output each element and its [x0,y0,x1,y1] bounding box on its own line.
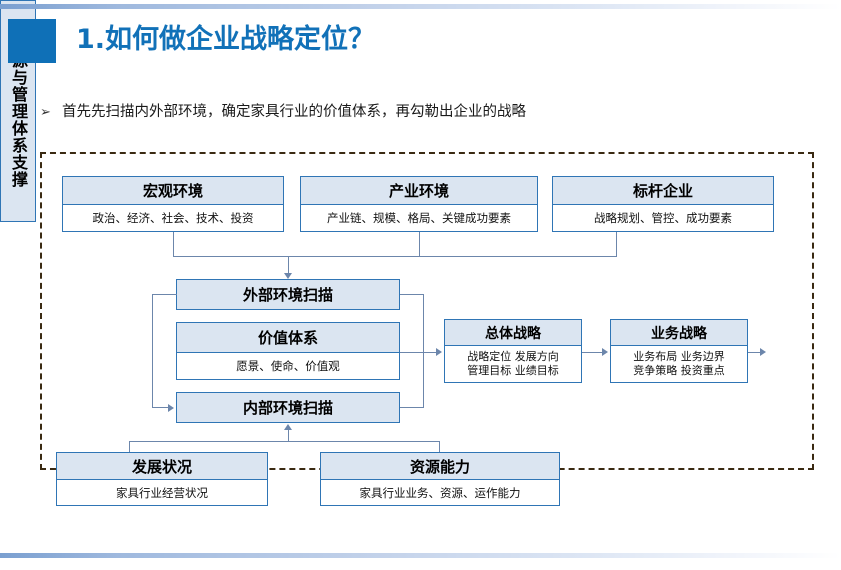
box-business-strategy-line2: 竞争策略 投资重点 [633,364,725,377]
box-resource-capability-title: 资源能力 [321,453,559,480]
connector-int-right-out [400,407,424,409]
box-overall-strategy-line2: 管理目标 业绩目标 [467,364,559,377]
box-business-strategy-detail: 业务布局 业务边界 竞争策略 投资重点 [611,346,747,382]
bottom-decorative-bar [0,553,841,558]
box-development-status-detail: 家具行业经营状况 [57,480,267,505]
box-overall-strategy-detail: 战略定位 发展方向 管理目标 业绩目标 [445,346,581,382]
box-business-strategy[interactable]: 业务战略 业务布局 业务边界 竞争策略 投资重点 [610,319,748,383]
connector-benchmark-down [616,232,618,257]
bullet-arrow-icon: ➢ [40,105,51,120]
connector-right-bus-to-overall [423,352,436,354]
box-development-status-title: 发展状况 [57,453,267,480]
box-macro-detail: 政治、经济、社会、技术、投资 [63,205,283,231]
subtitle-text: 首先先扫描内外部环境，确定家具行业的价值体系，再勾勒出企业的战略 [62,104,526,120]
connector-right-bus [423,294,425,408]
page-title: 1.如何做企业战略定位？ [76,24,376,55]
box-industry-environment[interactable]: 产业环境 产业链、规模、格局、关键成功要素 [300,176,538,232]
box-external-scan-title: 外部环境扫描 [177,280,399,309]
box-overall-strategy-title: 总体战略 [445,320,581,346]
box-business-strategy-title: 业务战略 [611,320,747,346]
box-resource-capability-detail: 家具行业业务、资源、运作能力 [321,480,559,505]
box-industry-detail: 产业链、规模、格局、关键成功要素 [301,205,537,231]
box-overall-strategy[interactable]: 总体战略 战略定位 发展方向 管理目标 业绩目标 [444,319,582,383]
box-value-system[interactable]: 价值体系 愿景、使命、价值观 [176,322,400,380]
connector-res-up [439,441,441,452]
connector-value-right-out [400,352,424,354]
box-macro-environment[interactable]: 宏观环境 政治、经济、社会、技术、投资 [62,176,284,232]
box-support-title: 资源与管理体系支撑 [9,34,28,188]
arrow-to-business-strategy [602,348,608,356]
box-resource-capability[interactable]: 资源能力 家具行业业务、资源、运作能力 [320,452,560,506]
arrow-to-internal-scan [168,404,174,412]
box-benchmark-title: 标杆企业 [553,177,773,205]
connector-dev-up [129,441,131,452]
connector-bottom-to-internal [288,429,290,442]
connector-left-bus-to-internal [152,407,168,409]
connector-ext-right-out [400,294,424,296]
box-internal-scan-title: 内部环境扫描 [177,393,399,422]
connector-left-bus [152,294,154,408]
slide-title-row: 1.如何做企业战略定位？ [0,19,841,63]
top-decorative-bar [0,4,841,9]
subtitle-line: ➢ 首先先扫描内外部环境，确定家具行业的价值体系，再勾勒出企业的战略 [40,100,526,121]
box-development-status[interactable]: 发展状况 家具行业经营状况 [56,452,268,506]
box-industry-title: 产业环境 [301,177,537,205]
connector-ext-left-out [152,294,177,296]
connector-merge-horizontal [173,256,617,258]
arrow-to-overall-strategy [436,348,442,356]
title-accent-square [8,19,56,63]
arrow-to-internal-scan-bottom [284,424,292,430]
box-value-system-title: 价值体系 [177,323,399,353]
box-benchmark-enterprise[interactable]: 标杆企业 战略规划、管控、成功要素 [552,176,774,232]
arrow-to-external-scan [284,273,292,279]
box-internal-scan[interactable]: 内部环境扫描 [176,392,400,423]
connector-overall-to-business [582,352,604,354]
connector-industry-down [419,232,421,257]
connector-to-external-scan [288,256,290,274]
box-value-system-detail: 愿景、使命、价值观 [177,353,399,379]
box-overall-strategy-line1: 战略定位 发展方向 [467,350,559,363]
connector-business-to-support [748,352,762,354]
arrow-to-support [760,348,766,356]
connector-bottom-merge [129,441,440,443]
box-benchmark-detail: 战略规划、管控、成功要素 [553,205,773,231]
box-external-scan[interactable]: 外部环境扫描 [176,279,400,310]
box-business-strategy-line1: 业务布局 业务边界 [633,350,725,363]
box-macro-title: 宏观环境 [63,177,283,205]
connector-macro-down [173,232,175,257]
